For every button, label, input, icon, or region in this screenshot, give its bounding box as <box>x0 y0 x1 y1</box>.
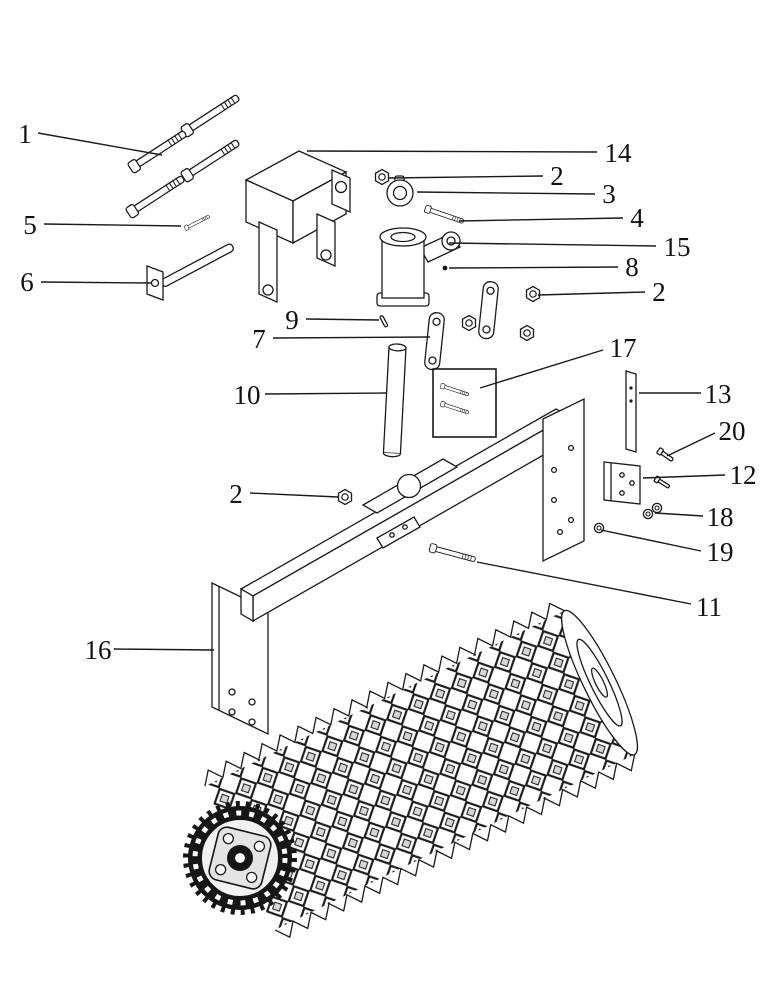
part-9-pin <box>379 315 389 328</box>
callout-1: 1 <box>18 119 32 149</box>
callout-15: 15 <box>664 232 691 262</box>
leader-lines <box>37 132 726 651</box>
part-2-nut-lower <box>337 488 353 506</box>
callout-5: 5 <box>23 210 37 240</box>
callout-2-top: 2 <box>550 161 564 191</box>
callout-labels: 1 14 2 3 4 5 15 8 6 2 9 7 17 10 13 20 12… <box>18 119 756 665</box>
part-20-screw <box>656 447 674 462</box>
part-10-tube <box>382 343 407 458</box>
callout-2-right: 2 <box>652 277 666 307</box>
callout-6: 6 <box>20 267 34 297</box>
callout-20: 20 <box>719 416 746 446</box>
part-13-strip <box>625 370 637 453</box>
callout-14: 14 <box>605 138 633 168</box>
part-1-bolts <box>124 91 242 220</box>
part-main-beam <box>239 397 585 623</box>
callout-3: 3 <box>602 179 616 209</box>
callout-13: 13 <box>705 379 732 409</box>
callout-16: 16 <box>85 635 112 665</box>
part-12-bracket <box>603 461 670 505</box>
part-6-hitch-pin <box>146 243 234 301</box>
part-7-straps <box>424 281 499 371</box>
part-17-hardware-box <box>432 368 497 438</box>
part-3-collar <box>386 175 414 207</box>
callout-9: 9 <box>285 305 299 335</box>
part-11-bolt <box>428 542 477 565</box>
part-2-nuts-right <box>461 285 541 342</box>
part-18-washers <box>642 502 663 520</box>
part-5-pin <box>183 213 211 232</box>
roller-hub <box>183 801 297 915</box>
part-19-washer <box>593 522 605 534</box>
part-8-pin <box>442 265 448 271</box>
callout-11: 11 <box>696 592 722 622</box>
callout-19: 19 <box>707 537 734 567</box>
part-2-nut-top <box>374 168 390 186</box>
callout-2-lower: 2 <box>229 479 243 509</box>
callout-8: 8 <box>625 252 639 282</box>
part-spiked-roller <box>204 602 639 939</box>
callout-7: 7 <box>252 324 266 354</box>
part-4-bolt <box>423 204 465 226</box>
part-15-pivot-housing <box>376 227 462 307</box>
callout-17: 17 <box>610 333 637 363</box>
callout-12: 12 <box>730 460 757 490</box>
callout-4: 4 <box>630 203 644 233</box>
part-14-mount-bracket <box>244 150 351 304</box>
callout-18: 18 <box>707 502 734 532</box>
callout-10: 10 <box>234 380 261 410</box>
